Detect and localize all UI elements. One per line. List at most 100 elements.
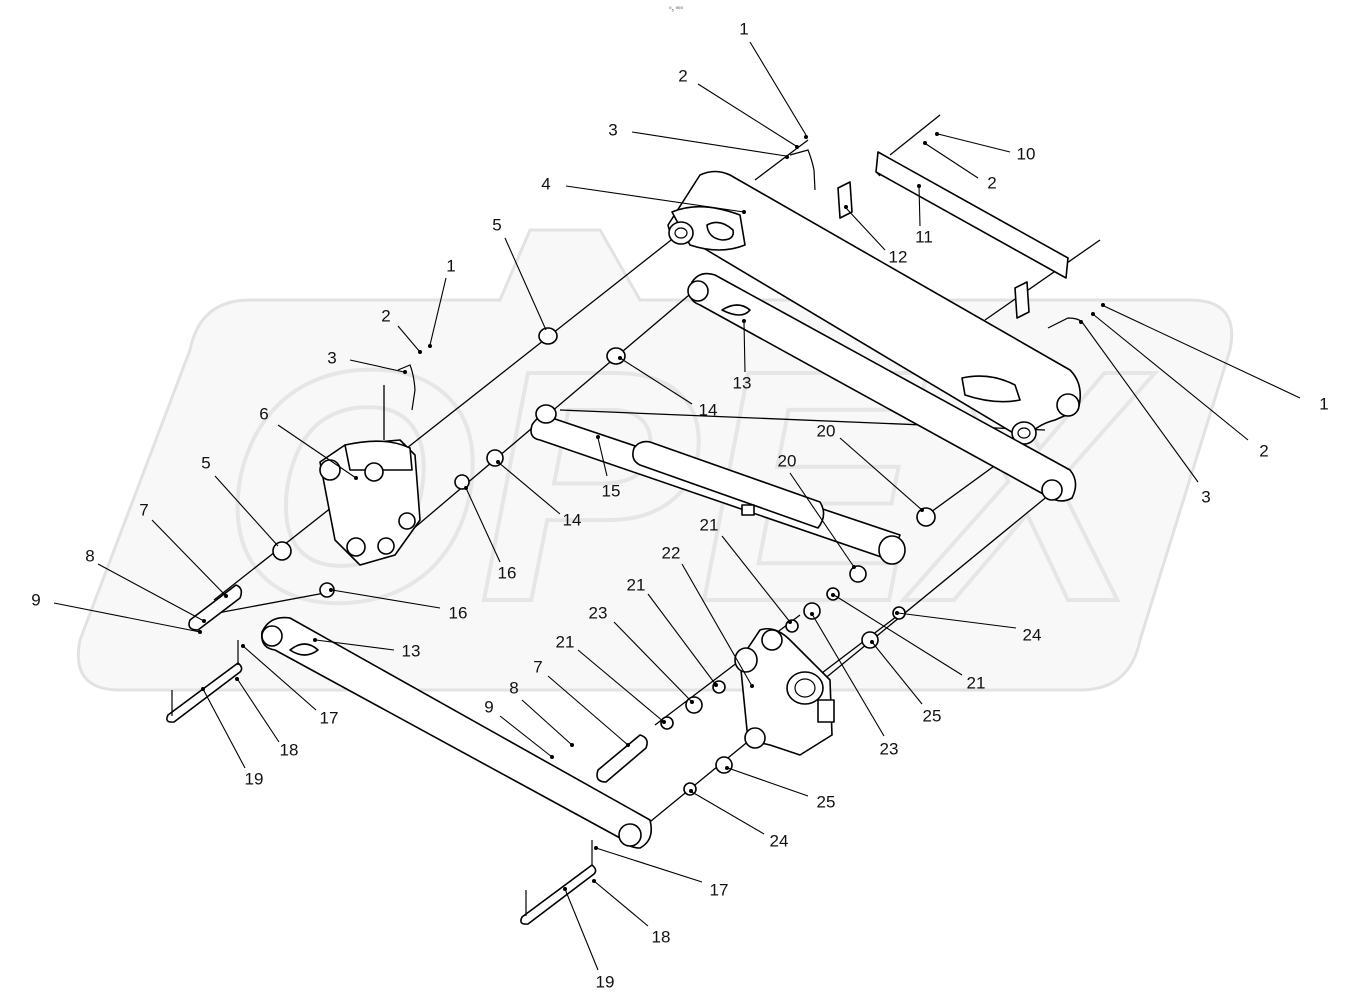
callout-16: 16 xyxy=(329,588,467,622)
callout-18: 18 xyxy=(235,677,298,759)
svg-text:7: 7 xyxy=(533,657,542,676)
lower-link-arm-lower xyxy=(260,616,653,849)
callout-19: 19 xyxy=(563,887,614,991)
svg-text:13: 13 xyxy=(733,373,752,392)
svg-text:2: 2 xyxy=(987,173,996,192)
callout-10: 10 xyxy=(935,132,1035,163)
callout-9: 9 xyxy=(484,697,554,759)
callout-2: 2 xyxy=(381,306,422,354)
callout-13: 13 xyxy=(313,638,420,660)
callout-20: 20 xyxy=(778,451,856,569)
callout-8: 8 xyxy=(85,546,206,623)
svg-text:21: 21 xyxy=(967,673,986,692)
pivot-housing xyxy=(734,627,835,756)
callout-7: 7 xyxy=(139,500,228,598)
svg-text:20: 20 xyxy=(778,451,797,470)
svg-text:18: 18 xyxy=(652,927,671,946)
callout-21: 21 xyxy=(831,593,985,692)
svg-text:5: 5 xyxy=(492,215,501,234)
callout-13: 13 xyxy=(733,319,752,392)
svg-text:1: 1 xyxy=(739,19,748,38)
svg-text:2: 2 xyxy=(678,66,687,85)
callout-14: 14 xyxy=(618,356,717,419)
svg-text:25: 25 xyxy=(817,792,836,811)
callout-2: 2 xyxy=(678,66,799,149)
callout-21: 21 xyxy=(627,575,718,687)
callout-1: 1 xyxy=(1101,303,1329,413)
callout-5: 5 xyxy=(492,215,547,331)
svg-text:1: 1 xyxy=(1319,394,1328,413)
callout-2: 2 xyxy=(923,141,997,192)
svg-text:21: 21 xyxy=(556,632,575,651)
callout-24: 24 xyxy=(895,611,1041,644)
callout-11: 11 xyxy=(915,184,933,246)
svg-text:11: 11 xyxy=(915,227,933,246)
svg-text:6: 6 xyxy=(259,404,268,423)
svg-text:17: 17 xyxy=(710,880,729,899)
svg-text:15: 15 xyxy=(602,481,621,500)
svg-text:2: 2 xyxy=(1259,441,1268,460)
lower-link-arm-upper xyxy=(687,272,1077,502)
svg-text:19: 19 xyxy=(596,972,615,991)
callout-6: 6 xyxy=(259,404,358,480)
callout-25: 25 xyxy=(870,640,941,725)
svg-text:2: 2 xyxy=(381,306,390,325)
svg-text:21: 21 xyxy=(700,515,719,534)
callout-23: 23 xyxy=(810,612,898,758)
svg-text:7: 7 xyxy=(139,500,148,519)
svg-text:21: 21 xyxy=(627,575,646,594)
mounting-bracket xyxy=(319,439,421,566)
svg-text:12: 12 xyxy=(889,247,908,266)
callout-3: 3 xyxy=(327,348,407,374)
callout-1: 1 xyxy=(428,256,456,348)
callout-1: 1 xyxy=(739,19,808,139)
callout-8: 8 xyxy=(509,678,574,747)
callout-3: 3 xyxy=(1079,320,1211,506)
svg-text:3: 3 xyxy=(608,120,617,139)
callout-4: 4 xyxy=(541,174,746,214)
callout-23: 23 xyxy=(589,603,694,704)
svg-text:13: 13 xyxy=(402,641,421,660)
svg-text:8: 8 xyxy=(85,546,94,565)
svg-text:1: 1 xyxy=(446,256,455,275)
callout-2: 2 xyxy=(1091,312,1269,460)
callout-18: 18 xyxy=(592,879,670,946)
callout-21: 21 xyxy=(556,632,666,724)
callout-7: 7 xyxy=(533,657,630,747)
callout-16: 16 xyxy=(464,486,516,582)
svg-text:5: 5 xyxy=(201,453,210,472)
svg-text:9: 9 xyxy=(31,590,40,609)
hydraulic-cylinder xyxy=(530,404,906,565)
svg-text:16: 16 xyxy=(449,603,468,622)
callout-12: 12 xyxy=(844,205,907,266)
svg-text:24: 24 xyxy=(1023,625,1042,644)
callout-21: 21 xyxy=(700,515,792,624)
callout-25: 25 xyxy=(725,766,835,811)
cover-plate xyxy=(837,151,1069,319)
callout-15: 15 xyxy=(596,435,620,500)
svg-text:23: 23 xyxy=(589,603,608,622)
svg-text:17: 17 xyxy=(320,708,339,727)
callout-20: 20 xyxy=(817,421,924,512)
svg-text:20: 20 xyxy=(817,421,836,440)
callout-17: 17 xyxy=(594,846,728,899)
callout-19: 19 xyxy=(201,687,263,788)
diagram-header-code: ⁰₅ ⁰⁰⁰ xyxy=(669,6,683,13)
small-hardware xyxy=(166,149,1083,925)
callout-24: 24 xyxy=(689,789,788,850)
svg-text:9: 9 xyxy=(484,697,493,716)
svg-text:3: 3 xyxy=(1201,487,1210,506)
callouts: 1 2 3 4 10 2 11 12 5 1 2 3 6 13 14 1 2 3… xyxy=(31,19,1328,991)
svg-text:14: 14 xyxy=(699,400,718,419)
svg-text:3: 3 xyxy=(327,348,336,367)
svg-text:10: 10 xyxy=(1017,144,1036,163)
svg-text:22: 22 xyxy=(662,543,681,562)
callout-22: 22 xyxy=(662,543,754,688)
svg-text:4: 4 xyxy=(541,174,550,193)
svg-text:25: 25 xyxy=(923,706,942,725)
svg-text:19: 19 xyxy=(245,769,264,788)
svg-text:23: 23 xyxy=(880,739,899,758)
upper-link-arm xyxy=(667,170,1081,445)
callout-3: 3 xyxy=(608,120,789,159)
